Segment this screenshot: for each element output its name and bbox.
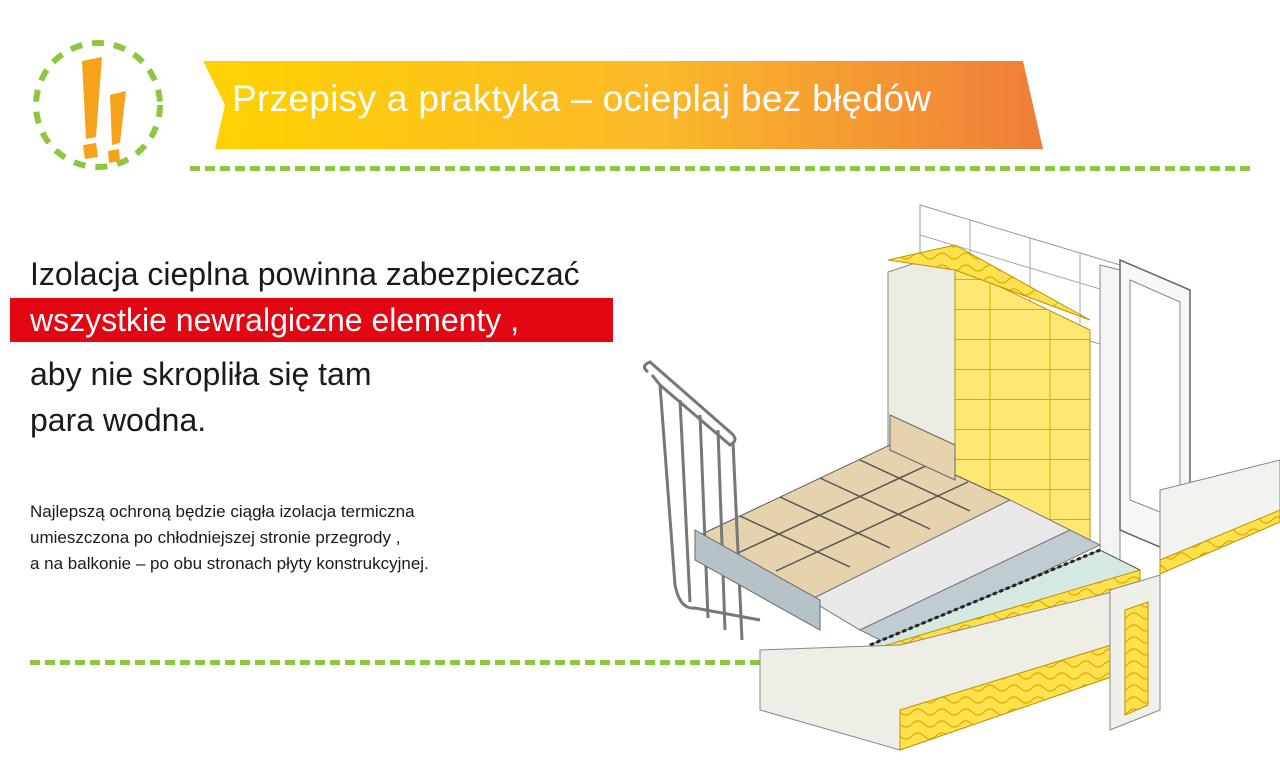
highlight-bar [10,298,613,342]
heading-line-highlight: wszystkie newralgiczne elementy , [30,302,520,338]
body-line-2: umieszczona po chłodniejszej stronie prz… [30,528,401,547]
balcony-insulation-illustration [643,204,1280,751]
divider-bottom [30,660,775,665]
body-line-1: Najlepszą ochroną będzie ciągła izolacja… [30,502,415,521]
heading-line-1: Izolacja cieplna powinna zabezpieczać [30,256,580,292]
divider-top [190,166,1250,171]
title-banner [203,61,1043,149]
double-exclamation-icon [33,40,163,170]
body-line-3: a na balkonie – po obu stronach płyty ko… [30,554,429,573]
page-title: Przepisy a praktyka – ocieplaj bez błędó… [232,78,932,119]
heading-line-4: para wodna. [30,402,207,438]
heading-line-3: aby nie skropliła się tam [30,356,372,392]
